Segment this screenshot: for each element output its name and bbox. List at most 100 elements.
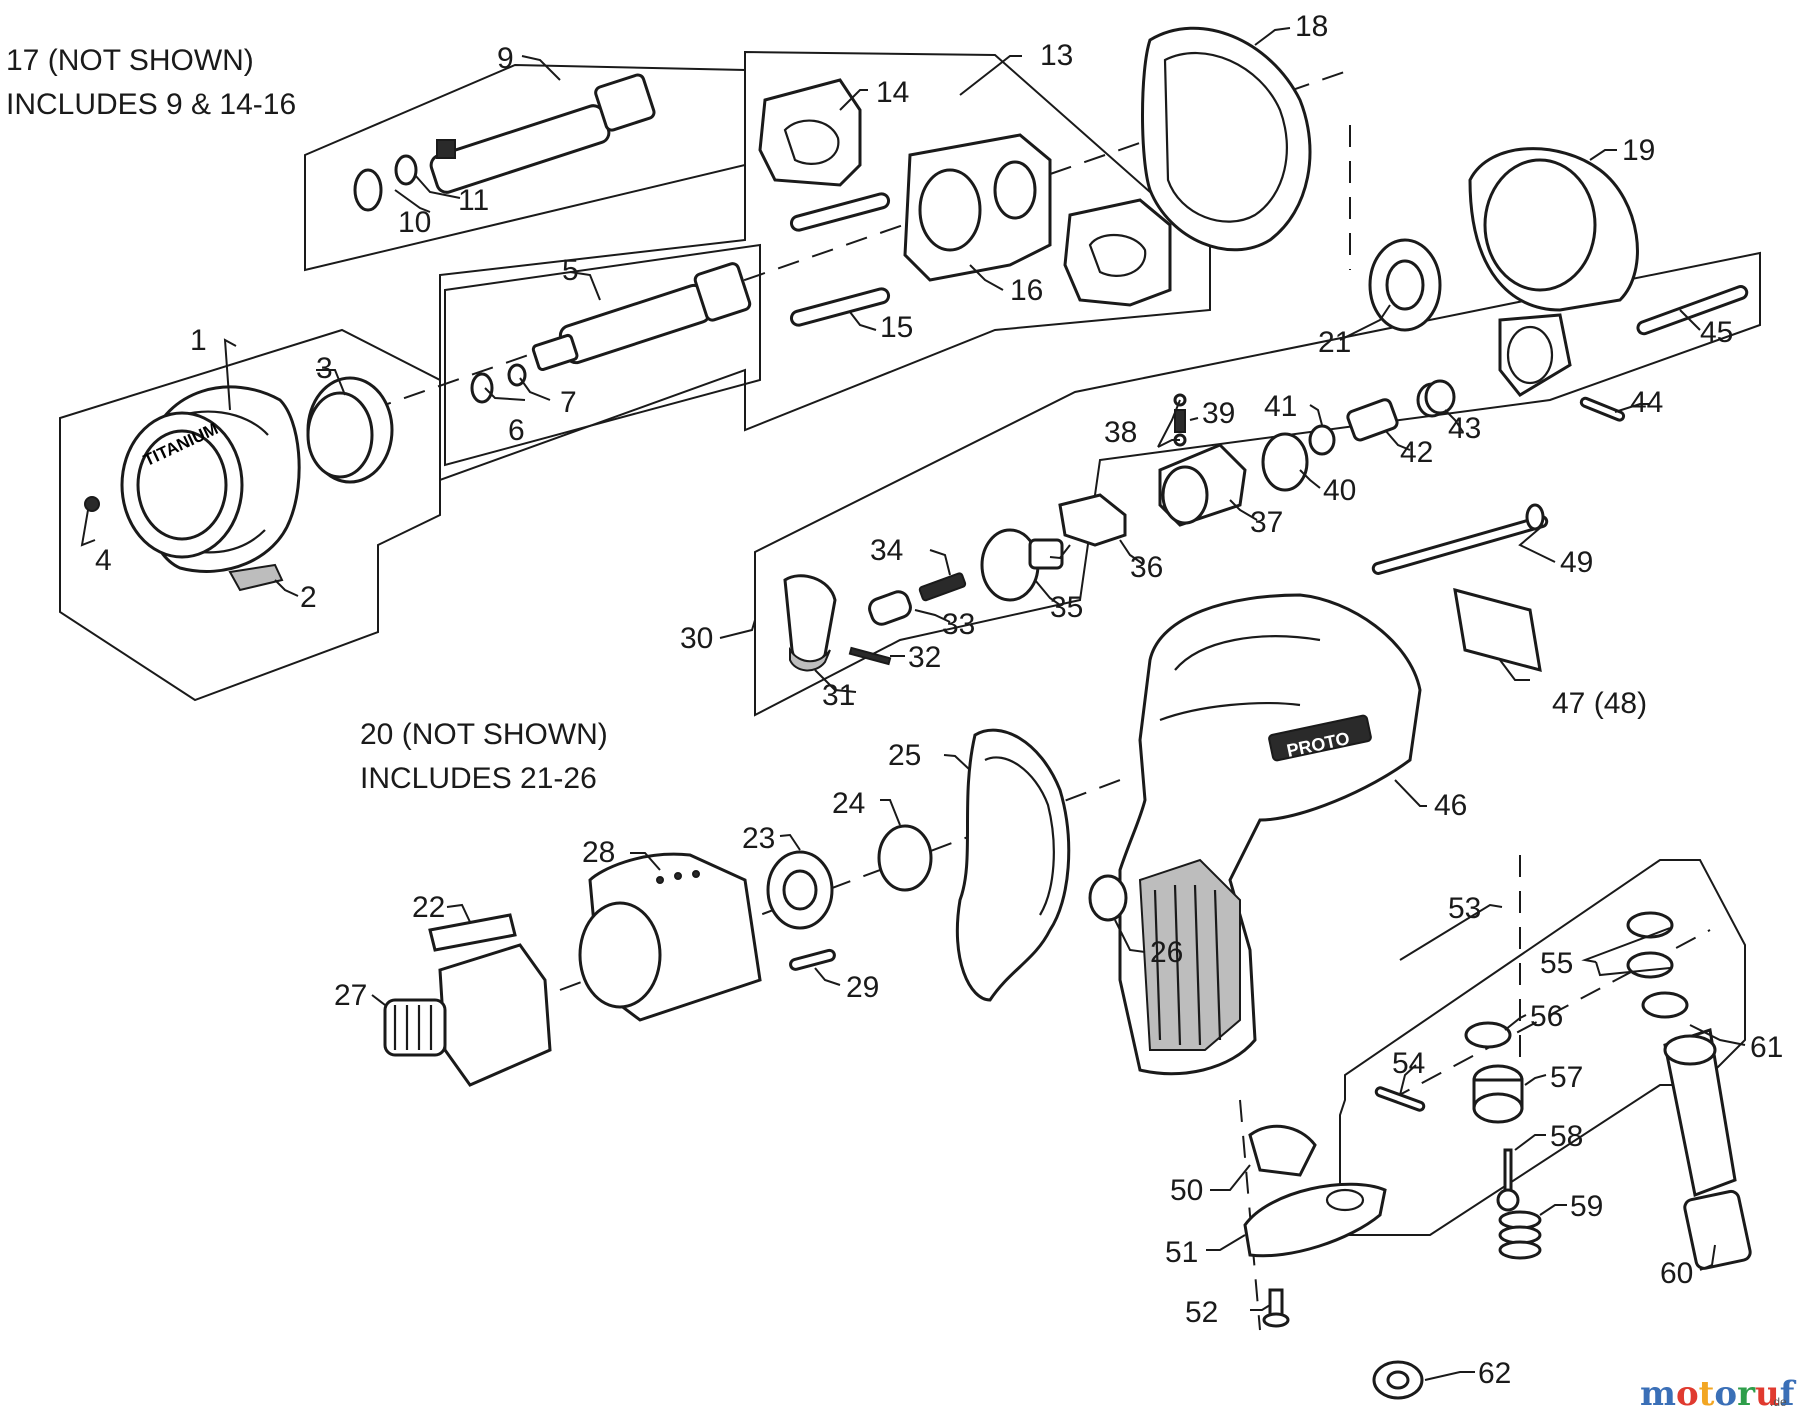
- inlet-60-61: [1663, 1028, 1752, 1270]
- part-label: 22: [412, 891, 445, 924]
- screw-29: [789, 948, 836, 971]
- note-17-line2: INCLUDES 9 & 14-16: [6, 88, 296, 121]
- spring-34: [918, 572, 967, 602]
- vane-22: [428, 913, 517, 952]
- ring-6: [470, 372, 494, 404]
- rings-55: [1626, 911, 1689, 1019]
- part-label: 47 (48): [1552, 687, 1647, 720]
- part-label: 13: [1040, 39, 1073, 72]
- leader-lines: [80, 27, 1746, 1381]
- bushing-57: [1472, 1064, 1524, 1124]
- pins-15: [789, 192, 891, 327]
- part-label: 36: [1130, 551, 1163, 584]
- ring-24: [877, 824, 933, 892]
- part-label: 3: [316, 352, 333, 385]
- part-label: 43: [1448, 412, 1481, 445]
- screw-4: [84, 496, 100, 512]
- part-label: 62: [1478, 1357, 1511, 1390]
- part-label: 55: [1540, 947, 1573, 980]
- part-label: 27: [334, 979, 367, 1012]
- part-label: 50: [1170, 1174, 1203, 1207]
- part-label: 26: [1150, 936, 1183, 969]
- part-label: 10: [398, 206, 431, 239]
- seat-56: [1464, 1021, 1512, 1049]
- anvil-shaft-9: [429, 73, 656, 194]
- part-label: 38: [1104, 416, 1137, 449]
- watermark-letter: o: [1714, 1374, 1737, 1414]
- part-labels: 1 2 3 4 5 6 7 9 10 11 13 14 15 16 18 19 …: [95, 10, 1783, 1390]
- part-label: 14: [876, 76, 909, 109]
- ring-3: [306, 376, 394, 484]
- part-label: 52: [1185, 1296, 1218, 1329]
- axis-motor: [559, 779, 1121, 991]
- hammer-14: [758, 78, 862, 187]
- part-label: 32: [908, 641, 941, 674]
- group-outline-1: [59, 328, 441, 702]
- part-label: 7: [560, 386, 577, 419]
- part-label: 30: [680, 622, 713, 655]
- watermark-letter: u: [1755, 1374, 1780, 1414]
- part-label: 51: [1165, 1236, 1198, 1269]
- part-label: 1: [190, 324, 207, 357]
- shackle-62: [1372, 1360, 1424, 1400]
- part-label: 25: [888, 739, 921, 772]
- spring-59: [1498, 1210, 1542, 1260]
- group-outline-5: [444, 243, 761, 467]
- svg-text:motoruf: motoruf: [1640, 1374, 1797, 1414]
- part-label: 49: [1560, 546, 1593, 579]
- part-label: 11: [458, 184, 489, 217]
- hammer-cage-16: [903, 133, 1052, 282]
- part-label: 40: [1323, 474, 1356, 507]
- trigger-31: [783, 574, 837, 672]
- hammer-16b: [1063, 198, 1172, 307]
- note-20-line1: 20 (NOT SHOWN): [360, 718, 608, 751]
- gasket-18: [1141, 26, 1312, 252]
- ring-40: [1261, 432, 1309, 492]
- part-label: 35: [1050, 591, 1083, 624]
- watermark-letter: t: [1699, 1374, 1715, 1414]
- part-label: 42: [1400, 436, 1433, 469]
- part-label: 9: [497, 42, 514, 75]
- part-label: 56: [1530, 1000, 1563, 1033]
- part-label: 59: [1570, 1190, 1603, 1223]
- gasket-25: [955, 728, 1071, 1002]
- ring-26: [1088, 874, 1128, 922]
- part-label: 15: [880, 311, 913, 344]
- part-label: 6: [508, 414, 525, 447]
- part-label: 54: [1392, 1047, 1425, 1080]
- watermark-letter: r: [1737, 1374, 1756, 1414]
- screw-52: [1262, 1288, 1290, 1328]
- part-label: 5: [562, 254, 579, 287]
- hammer-shaft-5: [531, 262, 752, 372]
- pin-54: [1374, 1086, 1426, 1112]
- note-20-line2: INCLUDES 21-26: [360, 762, 597, 795]
- watermark-letter: m: [1640, 1374, 1676, 1414]
- part-label: 4: [95, 544, 112, 577]
- part-label: 45: [1700, 316, 1733, 349]
- part-label: 23: [742, 822, 775, 855]
- part-label: 57: [1550, 1061, 1583, 1094]
- part-label: 2: [300, 581, 317, 614]
- watermark-letter: f: [1780, 1374, 1797, 1414]
- reverse-lever-36: [1058, 493, 1127, 547]
- foot-pad-50: [1248, 1124, 1317, 1177]
- part-label: 60: [1660, 1257, 1693, 1290]
- back-cap-19: [1468, 147, 1639, 397]
- group-outline-13: [439, 50, 1211, 482]
- axis-handle: [1239, 1099, 1261, 1331]
- bolt-49: [1371, 503, 1549, 575]
- anvil-cover-part: TITANIUM: [120, 385, 301, 592]
- spring-43: [1416, 379, 1456, 418]
- cylinder-28: [578, 852, 762, 1022]
- part-label: 18: [1295, 10, 1328, 43]
- part-label: 33: [942, 608, 975, 641]
- part-label: 44: [1630, 386, 1663, 419]
- watermark-letter: o: [1676, 1374, 1699, 1414]
- part-label: 61: [1750, 1031, 1783, 1064]
- bearing-23: [766, 850, 834, 930]
- part-label: 21: [1318, 326, 1351, 359]
- bearing-21: [1368, 238, 1442, 332]
- part-label: 24: [832, 787, 865, 820]
- part-label: 19: [1622, 134, 1655, 167]
- watermark-suffix: .de: [1770, 1395, 1787, 1409]
